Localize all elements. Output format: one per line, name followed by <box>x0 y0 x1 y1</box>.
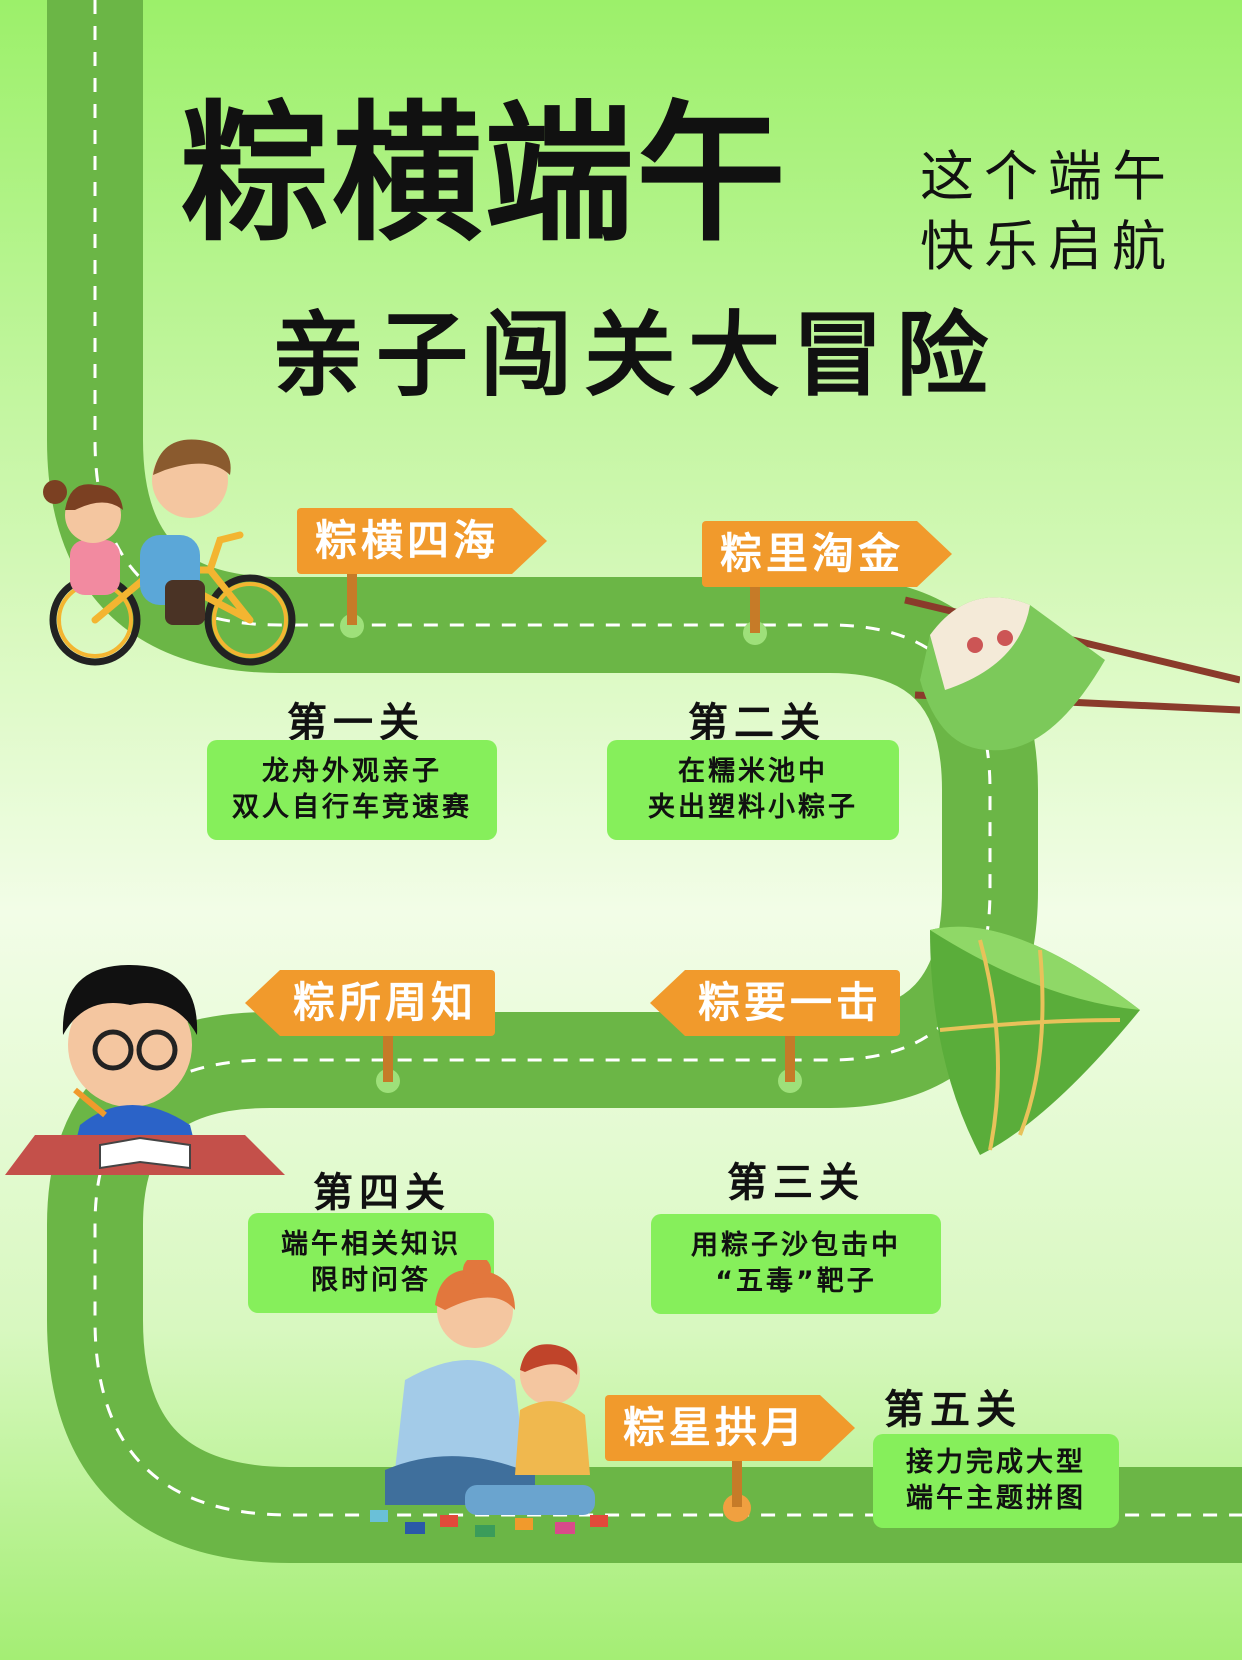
slogan-line-2: 快乐启航 <box>920 215 1176 278</box>
big-zongzi-illustration <box>930 926 1140 1155</box>
stage-2-task: 在糯米池中 夹出塑料小粽子 <box>607 740 899 840</box>
stage-5-task-line-1: 接力完成大型 <box>906 1447 1086 1478</box>
stage-2-task-line-1: 在糯米池中 <box>678 756 828 787</box>
signpost-2: 粽里淘金 <box>702 521 952 587</box>
zongzi-chopsticks-illustration <box>904 596 1240 751</box>
signpost-3: 粽要一击 <box>650 970 900 1036</box>
page-title: 粽横端午 <box>180 88 789 262</box>
stage-1-task-line-1: 龙舟外观亲子 <box>262 756 442 787</box>
stage-3-task-line-2: “五毒”靶子 <box>715 1266 877 1297</box>
studying-boy-illustration <box>5 965 285 1175</box>
stage-3-task: 用粽子沙包击中 “五毒”靶子 <box>651 1214 941 1314</box>
page-subtitle: 亲子闯关大冒险 <box>272 302 1001 409</box>
stage-4-label: 第四关 <box>313 1170 451 1216</box>
stage-2-label: 第二关 <box>688 700 826 746</box>
stage-4-task-line-2: 限时问答 <box>311 1265 431 1296</box>
stage-5-task-line-2: 端午主题拼图 <box>906 1483 1086 1514</box>
signpost-4: 粽所周知 <box>245 970 495 1036</box>
stage-1-task: 龙舟外观亲子 双人自行车竞速赛 <box>207 740 497 840</box>
stage-1-label: 第一关 <box>287 700 425 746</box>
bicycle-family-illustration <box>43 439 296 666</box>
signpost-5: 粽星拱月 <box>605 1395 855 1461</box>
stage-3-label: 第三关 <box>727 1160 865 1206</box>
slogan-line-1: 这个端午 <box>920 145 1176 208</box>
stage-2-task-line-2: 夹出塑料小粽子 <box>648 792 858 823</box>
stage-5-label: 第五关 <box>884 1387 1022 1433</box>
stage-4-task-line-1: 端午相关知识 <box>281 1229 461 1260</box>
puzzle-family-illustration <box>370 1260 608 1537</box>
stage-5-task: 接力完成大型 端午主题拼图 <box>873 1434 1119 1528</box>
stage-1-task-line-2: 双人自行车竞速赛 <box>232 792 472 823</box>
stage-3-task-line-1: 用粽子沙包击中 <box>691 1230 901 1261</box>
signpost-1: 粽横四海 <box>297 508 547 574</box>
